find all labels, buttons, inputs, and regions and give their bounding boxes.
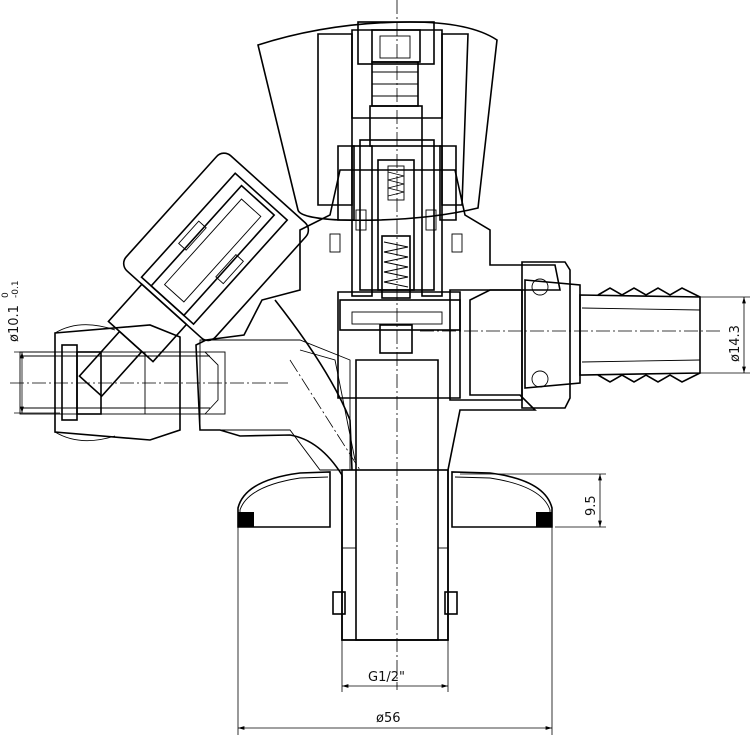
inlet-tolerance-lower: -0.1 [11, 280, 21, 298]
dim-inlet: ø10.1 0 -0.1 [1, 280, 60, 414]
hose-outlet [521, 261, 701, 409]
thread-size-label: G1/2" [368, 670, 405, 685]
dim-flange-diameter: ø56 [237, 527, 553, 735]
hose-outlet-diameter-label: ø14.3 [728, 325, 743, 362]
centerlines [10, 0, 720, 690]
flange-diameter-label: ø56 [376, 711, 401, 726]
dim-hose-outlet: ø14.3 [700, 296, 750, 374]
dim-thread: G1/2" [341, 640, 449, 692]
dim-flange-height: 9.5 [460, 473, 606, 528]
flange-height-label: 9.5 [584, 495, 599, 516]
spindle [329, 105, 463, 299]
wall-flange [237, 471, 553, 528]
threaded-outlet [332, 469, 458, 641]
inlet-tolerance-upper: 0 [1, 292, 11, 298]
angled-check-valve [78, 152, 356, 471]
handle-screw [357, 21, 435, 107]
inlet-diameter-label: ø10.1 [7, 305, 22, 342]
